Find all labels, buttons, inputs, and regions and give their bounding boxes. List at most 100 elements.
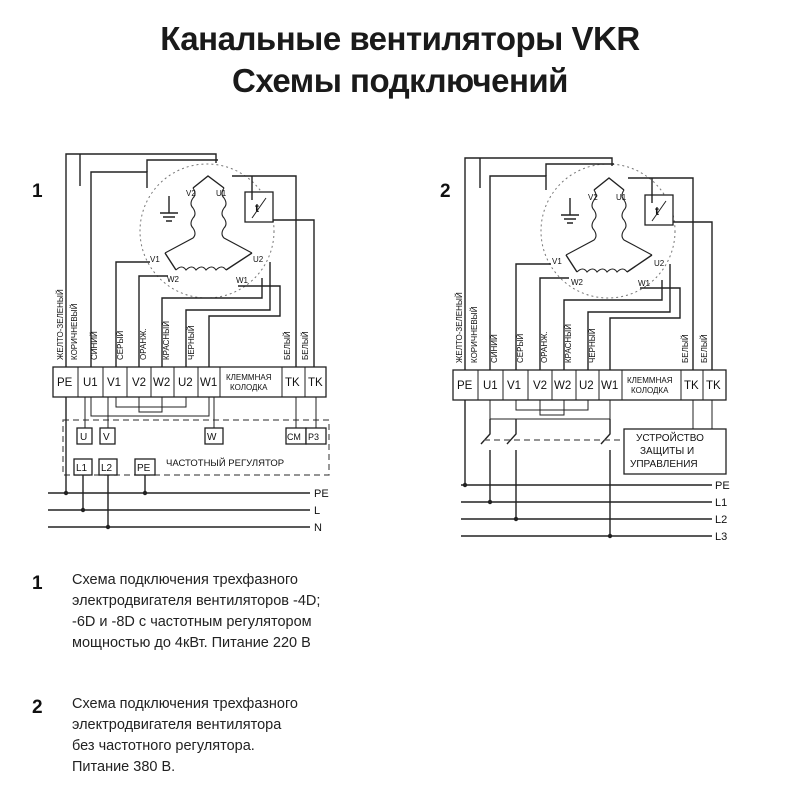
diagram-2-bus-lines: [461, 484, 712, 537]
diagram-1-wire: [115, 261, 150, 367]
diagram-2-wire: [587, 264, 671, 370]
controller-terminal-label: V: [103, 432, 110, 443]
diagram-2-wire: [489, 175, 547, 370]
controller-terminal-label: L1: [76, 463, 88, 474]
terminal-label: TK: [308, 377, 323, 389]
terminal-label: W2: [554, 380, 571, 392]
wire-color-label: СЕРЫЙ: [516, 333, 525, 363]
wire-color-label: ОРАНЖ.: [139, 328, 148, 360]
diagram-2-thermo-symbol: t: [655, 204, 659, 218]
diagram-2-motor-label: U1: [616, 193, 627, 202]
diagram-2-winding: [576, 268, 628, 273]
terminal-label: TK: [684, 380, 699, 392]
diagram-1-wire: [146, 159, 218, 172]
diagram-1-wire: [251, 197, 267, 219]
wire-color-label: СИНИЙ: [490, 334, 499, 363]
terminal-block-label: КЛЕММНАЯ: [627, 376, 673, 385]
diagram-1-wire: [138, 275, 168, 367]
diagram-2-wire: [593, 177, 625, 191]
description-line: Схема подключения трехфазного: [72, 696, 298, 712]
diagram-2-junction-dots: [462, 482, 613, 539]
terminal-label: V1: [107, 377, 121, 389]
wire-color-label: БЕЛЫЙ: [301, 331, 310, 360]
diagram-1-motor-label: W1: [236, 276, 249, 285]
diagram-2-protection-device: [623, 428, 727, 475]
controller-terminal-label: U: [80, 432, 87, 443]
diagram-1-junction-dots: [63, 490, 148, 530]
description-1: Схема подключения трехфазного электродви…: [72, 570, 412, 654]
description-line: мощностью до 4кВт. Питание 220 В: [72, 635, 311, 651]
bus-label: L: [314, 505, 320, 517]
terminal-block-label: КОЛОДКА: [230, 383, 268, 392]
diagram-2-terminal-block: PE U1 V1 V2 W2 U2 W1 КЛЕММНАЯ КОЛОДКА TK…: [452, 369, 727, 401]
terminal-label: V2: [132, 377, 146, 389]
controller-terminal-label: Р3: [308, 432, 319, 442]
diagram-2-switch-contact: [506, 419, 517, 468]
protection-label: УСТРОЙСТВО: [636, 431, 704, 444]
diagram-2-winding: [621, 189, 653, 256]
diagram-2-wire: [609, 287, 681, 370]
diagram-1-terminal-block: PE U1 V1 V2 W2 U2 W1 КЛЕММНАЯ КОЛОДКА TK…: [52, 366, 327, 398]
controller-label: ЧАСТОТНЫЙ РЕГУЛЯТОР: [166, 457, 284, 469]
wire-color-label: ЧЕРНЫЙ: [588, 328, 597, 363]
terminal-label: U2: [178, 377, 193, 389]
diagram-2-wire-color-labels: ЖЕЛТО-ЗЕЛЕНЫЙ КОРИЧНЕВЫЙ СИНИЙ СЕРЫЙ ОРА…: [455, 292, 709, 363]
diagram-2-wire: [539, 277, 569, 370]
terminal-label: W1: [601, 380, 618, 392]
diagram-2-switch-contact: [600, 419, 611, 468]
bus-label: L1: [715, 497, 727, 509]
bus-label: PE: [314, 488, 329, 500]
diagram-2-ground-icon: [561, 198, 579, 224]
description-line: Питание 380 В.: [72, 759, 176, 775]
diagram-2-wire: [692, 400, 713, 429]
diagram-2-motor-label: W1: [638, 279, 651, 288]
diagram-2-number: 2: [440, 181, 451, 202]
description-2-number: 2: [32, 697, 43, 718]
diagram-1-wire: [161, 278, 263, 367]
page-subtitle: Схемы подключений: [232, 62, 568, 99]
diagram-2-wire: [651, 200, 667, 222]
description-line: Схема подключения трехфазного: [72, 572, 298, 588]
description-line: без частотного регулятора.: [72, 738, 255, 754]
description-line: электродвигателя вентиляторов -4D;: [72, 593, 321, 609]
diagram-2-thermo-switch: [644, 194, 674, 226]
diagram-2-motor-label: W2: [571, 278, 584, 287]
protection-label: УПРАВЛЕНИЯ: [630, 459, 698, 470]
bus-label: N: [314, 522, 322, 534]
diagram-2-wire: [563, 280, 663, 370]
diagram-1-wire: [90, 171, 148, 367]
diagram-1-winding: [175, 266, 227, 271]
controller-terminal-label: СМ: [287, 432, 301, 442]
diagram-1-wire: [208, 285, 281, 367]
diagram-2-wire: [545, 163, 614, 176]
diagram-2-motor-label: U2: [654, 259, 665, 268]
terminal-label: V2: [533, 380, 547, 392]
diagram-1-motor-label: W2: [167, 275, 180, 284]
diagram-1-wire: [185, 262, 271, 367]
diagram-1-wire-color-labels: ЖЕЛТО-ЗЕЛЕНЫЙ КОРИЧНЕВЫЙ СИНИЙ СЕРЫЙ ОРА…: [56, 289, 310, 360]
controller-terminal-label: PE: [137, 463, 151, 474]
diagram-2-motor-label: V2: [588, 193, 598, 202]
diagram-1-motor-housing: [139, 163, 275, 299]
wire-color-label: ЖЕЛТО-ЗЕЛЕНЫЙ: [56, 289, 65, 360]
diagram-1-number: 1: [32, 181, 43, 202]
diagram-2-jumper: [489, 400, 611, 420]
wire-color-label: БЕЛЫЙ: [700, 334, 709, 363]
diagram-1-wire: [164, 252, 253, 271]
diagram-1-motor-label: U2: [253, 255, 264, 264]
diagram-2-wire: [664, 221, 713, 370]
diagram-1-wire: [232, 175, 297, 367]
bus-label: L3: [715, 531, 727, 543]
wire-color-label: СЕРЫЙ: [116, 330, 125, 360]
terminal-label: TK: [706, 380, 721, 392]
diagram-1-wire: [65, 397, 146, 527]
diagram-1: 1 t V2 U1 V1 U2 W2 W1: [32, 153, 330, 534]
wire-color-label: КРАСНЫЙ: [162, 321, 171, 360]
description-line: электродвигателя вентилятора: [72, 717, 282, 733]
bus-label: L2: [715, 514, 727, 526]
diagram-1-thermo-symbol: t: [255, 201, 259, 215]
terminal-label: PE: [57, 377, 73, 389]
terminal-label: V1: [507, 380, 521, 392]
diagram-2-motor-label: V1: [552, 257, 562, 266]
diagram-2-winding: [565, 189, 597, 256]
